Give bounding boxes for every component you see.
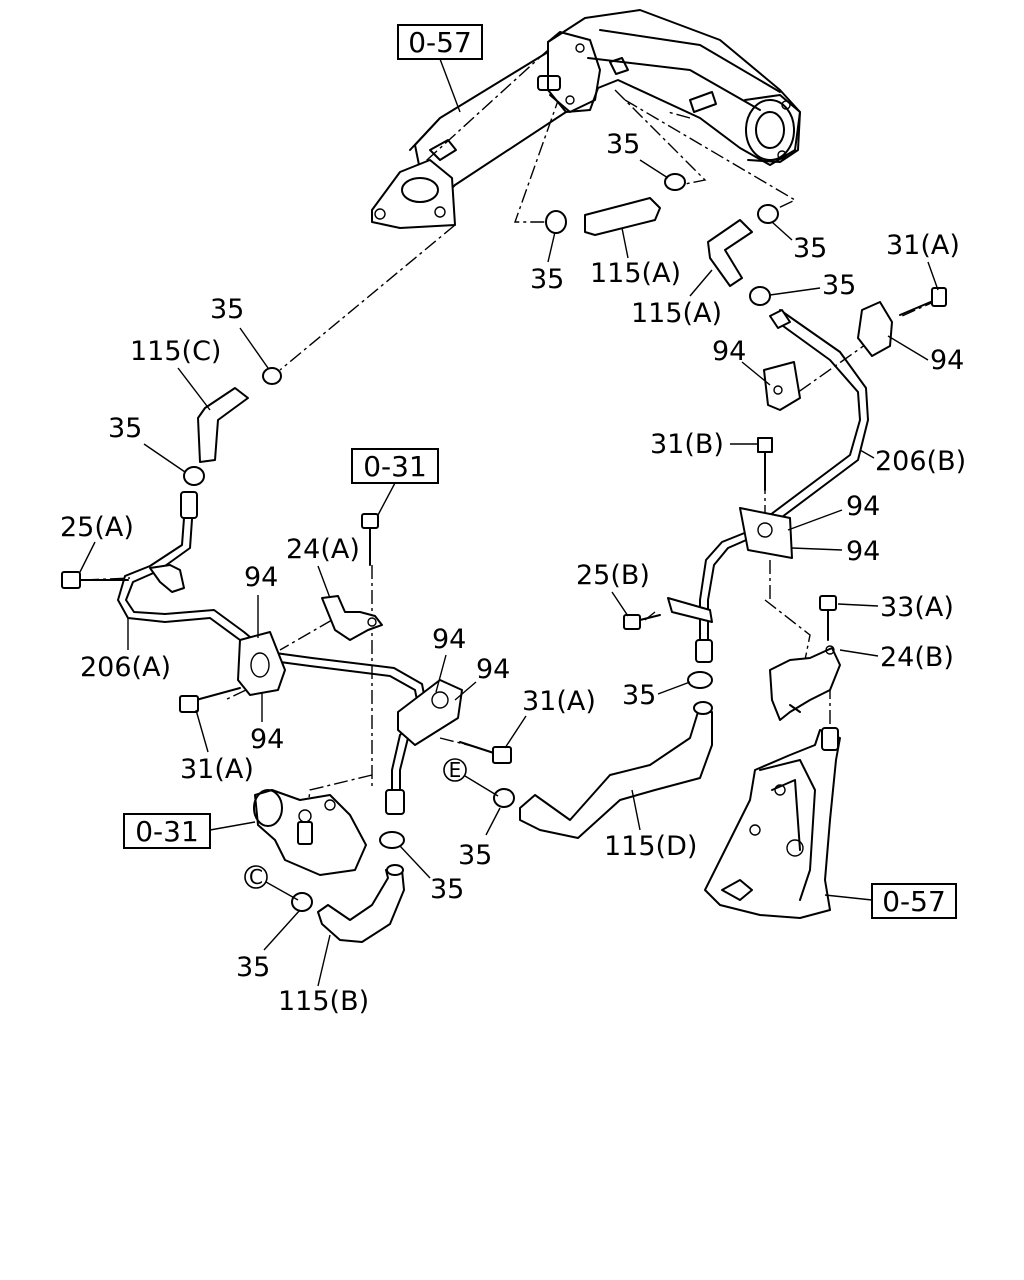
callout-label: 115(A): [590, 258, 681, 289]
callout-label: 206(B): [875, 446, 966, 477]
callout-label: 35: [606, 129, 640, 160]
hoses-upper: [183, 173, 779, 486]
callout-label: 115(D): [604, 831, 697, 862]
callout-label: 94: [432, 624, 466, 655]
reference-label: 0-57: [882, 885, 946, 918]
callout-label: 94: [846, 536, 880, 567]
callout-label: 31(B): [650, 429, 724, 460]
reference-label: 0-31: [363, 450, 427, 483]
callout-label: 35: [793, 233, 827, 264]
callout-label: 24(A): [286, 534, 360, 565]
leader: [824, 894, 873, 901]
pipe-206a: [61, 491, 512, 815]
callout-label: 25(A): [60, 512, 134, 543]
callout-label: 31(A): [522, 686, 596, 717]
callout-label: 35: [108, 413, 142, 444]
callout-label: 31(A): [886, 230, 960, 261]
callouts: 35 35 115(A) 35 35 115(A) 31(A) 94 94 35…: [60, 129, 966, 1017]
circled-marker-c: C: [249, 865, 263, 889]
callout-label: 35: [210, 294, 244, 325]
callout-label: 25(B): [576, 560, 650, 591]
reference-box-057-top: 0-57: [397, 24, 483, 60]
reference-label: 0-31: [135, 815, 199, 848]
callout-label: 206(A): [80, 652, 171, 683]
callout-label: 94: [244, 562, 278, 593]
reference-label: 0-57: [408, 26, 472, 59]
callout-label: 35: [458, 840, 492, 871]
callout-label: 35: [430, 874, 464, 905]
reference-box-057-lower: 0-57: [871, 883, 957, 919]
hoses-lower: [291, 671, 713, 943]
callout-label: 35: [822, 270, 856, 301]
reference-box-031-top: 0-31: [351, 448, 439, 484]
circled-marker-e: E: [449, 758, 462, 782]
callout-label: 115(B): [278, 986, 369, 1017]
reference-box-031-lower: 0-31: [123, 813, 211, 849]
pipe-206b: [623, 287, 947, 721]
egr-cooler-lower: [704, 727, 841, 919]
callout-label: 115(A): [631, 298, 722, 329]
callout-label: 35: [236, 952, 270, 983]
callout-label: 24(B): [880, 642, 954, 673]
callout-label: 33(A): [880, 592, 954, 623]
callout-label: 94: [930, 345, 964, 376]
callout-label: 94: [476, 654, 510, 685]
egr-cooler-upper: [371, 9, 801, 229]
callout-label: 94: [250, 724, 284, 755]
callout-label: 94: [712, 336, 746, 367]
leader: [377, 482, 396, 516]
callout-label: 35: [622, 680, 656, 711]
thermostat-housing: [253, 789, 367, 876]
callout-label: 115(C): [130, 336, 221, 367]
callout-label: 35: [530, 264, 564, 295]
leader: [439, 58, 461, 113]
callout-label: 31(A): [180, 754, 254, 785]
callout-label: 94: [846, 491, 880, 522]
leader: [209, 821, 256, 831]
